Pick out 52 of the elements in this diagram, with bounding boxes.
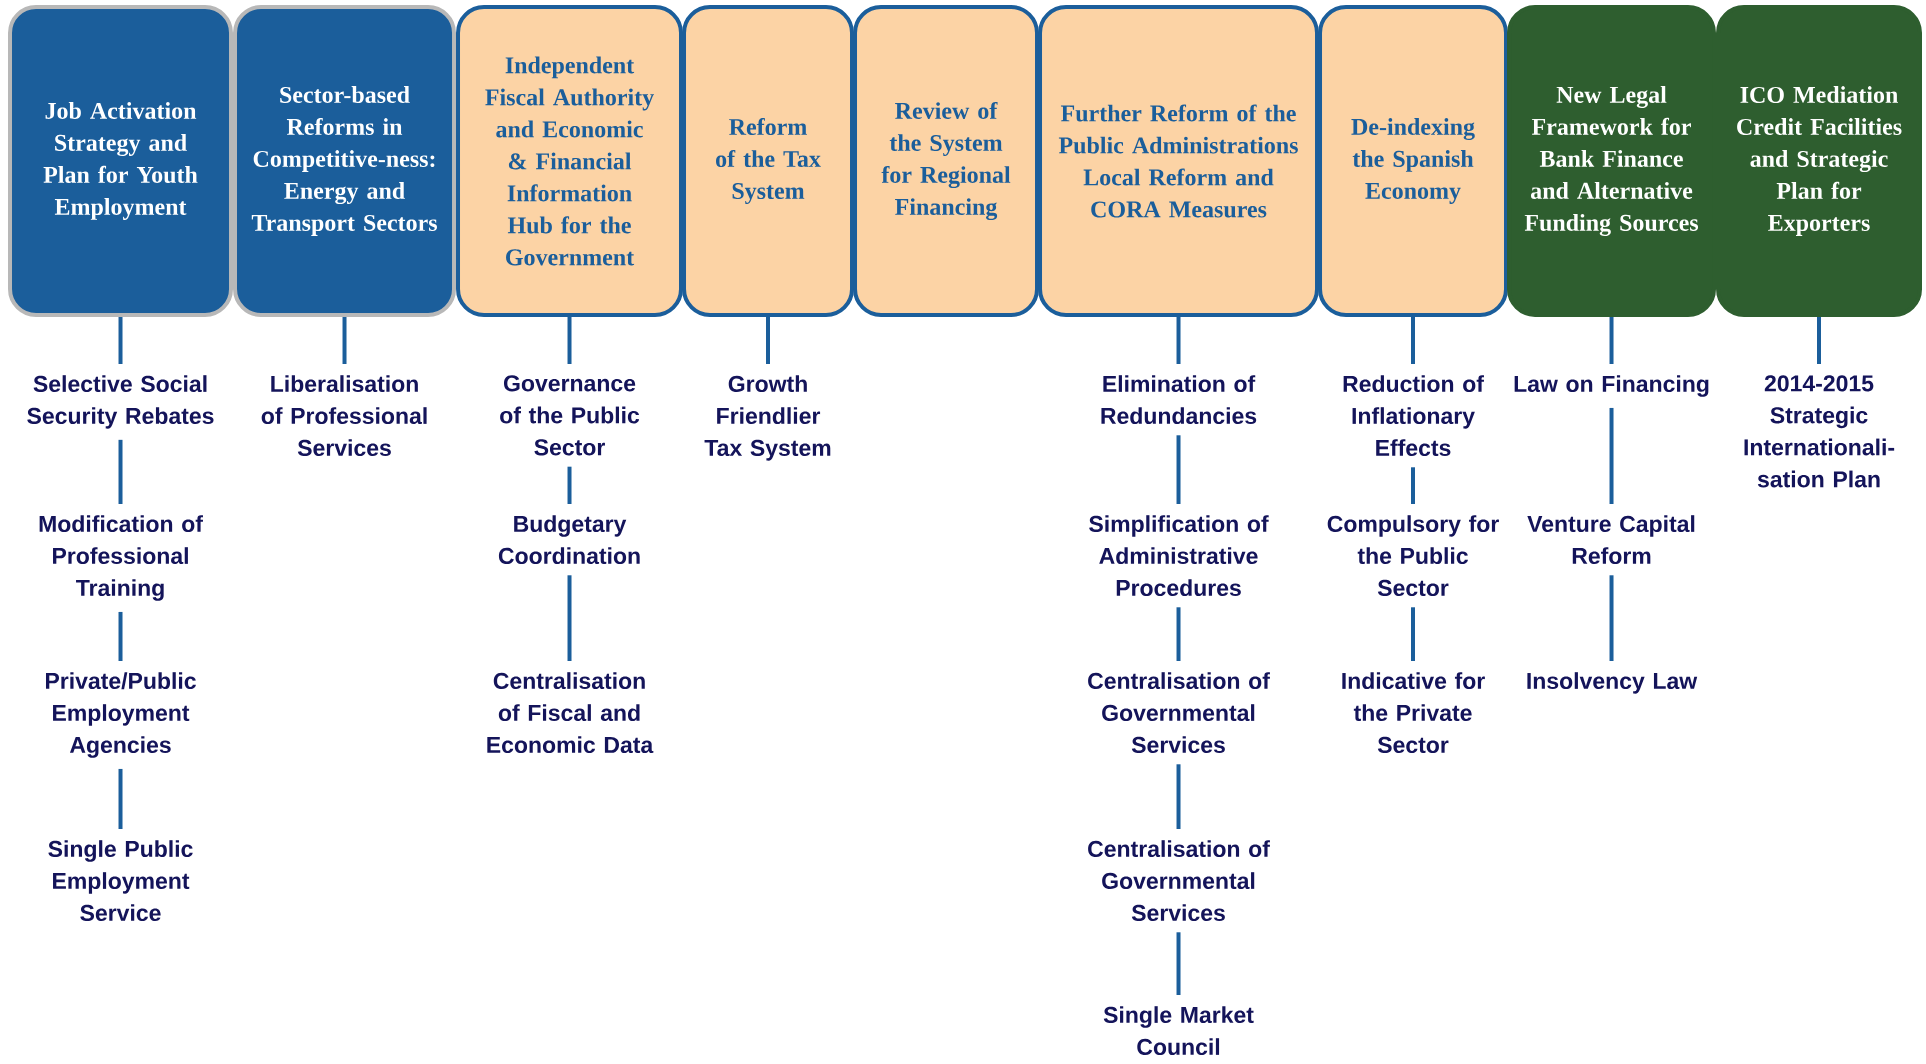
measure-label: 2014-2015 Strategic Internationali-sation Plan [1744, 375, 1895, 488]
measure-label: Centralisation of Fiscal and Economic Data [487, 672, 654, 754]
connector-line [118, 317, 123, 364]
connector-line [1411, 467, 1415, 504]
measure-label: Liberalisation of Professional Services [261, 375, 427, 457]
measure-label: Law on Financing [1514, 375, 1709, 397]
connector-line [1609, 575, 1614, 661]
heading-box: Sector-based Reforms in Competitive-ness: Energy and Transport Sectors [233, 5, 456, 317]
measure-label: Elimination of Redundancies [1101, 375, 1257, 425]
measure-label: Reduction of Inflationary Effects [1343, 375, 1484, 457]
connector-line [1609, 317, 1614, 364]
measure-label: Centralisation of Governmental Services [1088, 672, 1270, 754]
connector-line [118, 768, 123, 829]
connector-line [1176, 932, 1181, 995]
connector-line [1176, 607, 1181, 661]
measure-label: Centralisation of Governmental Services [1088, 840, 1270, 922]
connector-line [1176, 317, 1181, 364]
connector-line [1176, 435, 1181, 504]
heading-box: Reform of the Tax System [682, 5, 854, 317]
measure-label: Governance of the Public Sector [500, 375, 640, 456]
measure-label: Compulsory for the Public Sector [1327, 515, 1499, 597]
measure-label: Simplification of Administrative Procedures [1089, 515, 1269, 597]
measure-label: Selective Social Security Rebates [27, 375, 214, 429]
measure-label: Growth Friendlier Tax System [704, 375, 831, 461]
connector-line [1411, 317, 1415, 364]
heading-box: De-indexing the Spanish Economy [1318, 5, 1508, 317]
heading-box: Job Activation Strategy and Plan for Youth Employment [8, 5, 233, 317]
connector-line [1176, 764, 1181, 829]
connector-line [1817, 317, 1821, 364]
connector-line [1411, 607, 1415, 661]
heading-box: Independent Fiscal Authority and Economic & Financial Information Hub for the Government [456, 5, 683, 317]
measure-label: Indicative for the Private Sector [1342, 672, 1485, 754]
connector-line [567, 317, 572, 364]
connector-line [766, 317, 770, 364]
measure-label: Private/Public Employment Agencies [46, 672, 196, 758]
connector-line [118, 439, 123, 504]
heading-box: Further Reform of the Public Administrations Local Reform and CORA Measures [1038, 5, 1319, 317]
measure-label: Single Market Council [1103, 1006, 1254, 1056]
measure-label: Venture Capital Reform [1527, 515, 1695, 565]
measure-label: Budgetary Coordination [498, 515, 640, 565]
connector-line [342, 317, 347, 364]
heading-box: Review of the System for Regional Financing [853, 5, 1039, 317]
node-label: ICO Mediation Credit Facilities and Strategic Plan for Exporters [1737, 86, 1902, 236]
heading-box: ICO Mediation Credit Facilities and Strategic Plan for Exporters [1716, 5, 1922, 317]
connector-line [118, 611, 123, 661]
measure-label: Modification of Professional Training [39, 515, 203, 601]
connector-line [1609, 407, 1614, 504]
measure-label: Insolvency Law [1527, 672, 1698, 694]
heading-box: New Legal Framework for Bank Finance and Alternative Funding Sources [1507, 5, 1716, 317]
measure-label: Single Public Employment Service [48, 840, 193, 922]
connector-line [567, 466, 572, 504]
connector-line [567, 575, 572, 661]
